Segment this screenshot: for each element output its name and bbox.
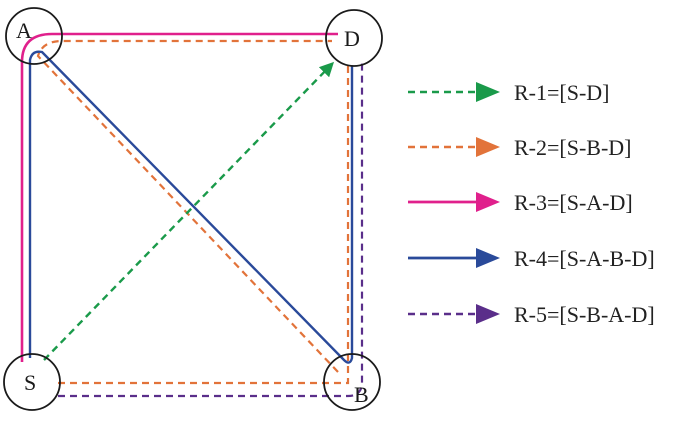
- legend-label-r1: R-1=[S-D]: [514, 80, 610, 105]
- route-r2-diagonal: [36, 39, 339, 373]
- legend-arrowhead-r2: [476, 137, 500, 157]
- legend-item-r4: R-4=[S-A-B-D]: [408, 246, 655, 271]
- node-b-label: B: [354, 382, 369, 407]
- node-s: S: [3, 353, 61, 411]
- legend-item-r1: R-1=[S-D]: [408, 80, 610, 105]
- legend-label-r2: R-2=[S-B-D]: [514, 135, 632, 160]
- node-b: B: [323, 353, 381, 411]
- legend-arrowhead-r4: [476, 248, 500, 268]
- legend-item-r5: R-5=[S-B-A-D]: [408, 302, 655, 327]
- legend-item-r2: R-2=[S-B-D]: [408, 135, 632, 160]
- route-r1-path: [43, 61, 335, 361]
- route-r5-path: [58, 62, 364, 398]
- route-r4-path: [28, 50, 354, 364]
- legend-label-r4: R-4=[S-A-B-D]: [514, 246, 655, 271]
- legend-arrowhead-r1: [476, 82, 500, 102]
- node-a-label: A: [16, 18, 32, 43]
- route-r3-path: [20, 32, 338, 362]
- route-r2-path: [58, 62, 350, 385]
- node-d-label: D: [344, 26, 360, 51]
- node-s-label: S: [24, 370, 36, 395]
- legend-arrowhead-r5: [476, 304, 500, 324]
- legend-label-r3: R-3=[S-A-D]: [514, 190, 633, 215]
- legend: R-1=[S-D] R-2=[S-B-D] R-3=[S-A-D] R-4=[S…: [408, 80, 655, 327]
- legend-item-r3: R-3=[S-A-D]: [408, 190, 633, 215]
- legend-arrowhead-r3: [476, 192, 500, 212]
- legend-label-r5: R-5=[S-B-A-D]: [514, 302, 655, 327]
- node-d: D: [325, 9, 383, 67]
- node-a: A: [5, 7, 63, 65]
